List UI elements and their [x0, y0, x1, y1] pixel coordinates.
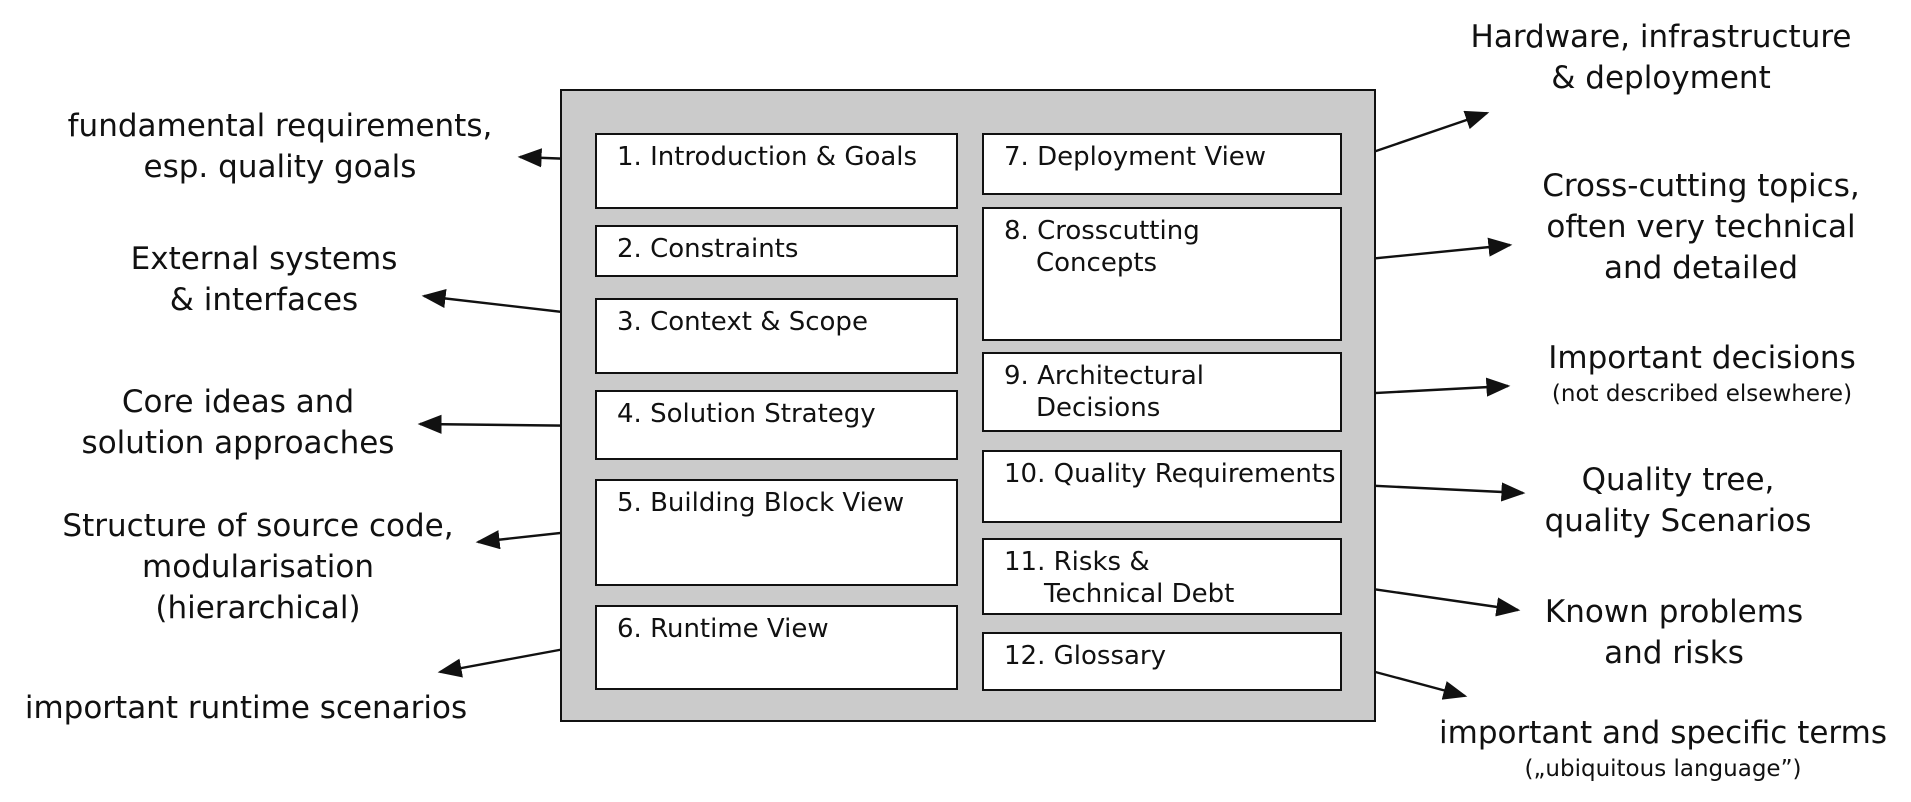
- section-solution-strategy: 4. Solution Strategy: [595, 390, 958, 460]
- section-title: 8. Crosscutting: [1004, 216, 1200, 246]
- annotation-risks: Known problems and risks: [1545, 592, 1803, 674]
- annotation-line: (hierarchical): [155, 590, 361, 626]
- annotation-line: often very technical: [1546, 209, 1856, 245]
- section-title-continued: Decisions: [1036, 393, 1161, 423]
- annotation-line: & deployment: [1551, 60, 1771, 96]
- section-title: 3. Context & Scope: [617, 307, 868, 337]
- section-title: 2. Constraints: [617, 234, 799, 264]
- annotation-line: Quality tree,: [1581, 462, 1775, 498]
- annotation-line: quality Scenarios: [1544, 503, 1812, 539]
- annotation-line: External systems: [130, 241, 398, 277]
- annotation-crosscutting: Cross-cutting topics, often very technic…: [1542, 166, 1859, 289]
- annotation-introduction: fundamental requirements, esp. quality g…: [68, 106, 493, 188]
- annotation-quality: Quality tree, quality Scenarios: [1545, 460, 1812, 542]
- section-title: 4. Solution Strategy: [617, 399, 876, 429]
- annotation-runtime: important runtime scenarios: [25, 688, 467, 729]
- section-title: 7. Deployment View: [1004, 142, 1267, 172]
- annotation-line: and risks: [1604, 635, 1744, 671]
- annotation-line: important runtime scenarios: [24, 690, 468, 726]
- annotation-building-block: Structure of source code, modularisation…: [62, 506, 453, 629]
- annotation-line: esp. quality goals: [143, 149, 417, 185]
- annotation-note: („ubiquitous language”): [1524, 756, 1802, 782]
- section-introduction-goals: 1. Introduction & Goals: [595, 133, 958, 209]
- section-title: 9. Architectural: [1004, 361, 1204, 391]
- section-title: 5. Building Block View: [617, 488, 905, 518]
- annotation-line: Known problems: [1544, 594, 1804, 630]
- section-title: 6. Runtime View: [617, 614, 829, 644]
- annotation-deployment: Hardware, infrastructure & deployment: [1471, 17, 1852, 99]
- section-title: 10. Quality Requirements: [1004, 459, 1336, 489]
- annotation-solution-strategy: Core ideas and solution approaches: [82, 382, 395, 464]
- annotation-line: Important decisions: [1548, 340, 1856, 376]
- section-building-block-view: 5. Building Block View: [595, 479, 958, 586]
- section-deployment-view: 7. Deployment View: [982, 133, 1342, 195]
- section-glossary: 12. Glossary: [982, 632, 1342, 691]
- annotation-line: fundamental requirements,: [67, 108, 493, 144]
- annotation-line: Hardware, infrastructure: [1470, 19, 1852, 55]
- annotation-context: External systems & interfaces: [131, 239, 398, 321]
- annotation-decisions: Important decisions (not described elsew…: [1548, 338, 1855, 409]
- annotation-line: & interfaces: [169, 282, 359, 318]
- section-constraints: 2. Constraints: [595, 225, 958, 277]
- annotation-line: Structure of source code,: [62, 508, 454, 544]
- section-title-continued: Technical Debt: [1044, 579, 1235, 609]
- annotation-line: Core ideas and: [121, 384, 355, 420]
- section-architectural-decisions: 9. Architectural Decisions: [982, 352, 1342, 432]
- section-title: 12. Glossary: [1004, 641, 1166, 671]
- annotation-line: Cross-cutting topics,: [1542, 168, 1860, 204]
- section-risks-technical-debt: 11. Risks & Technical Debt: [982, 538, 1342, 615]
- section-context-scope: 3. Context & Scope: [595, 298, 958, 374]
- section-quality-requirements: 10. Quality Requirements: [982, 450, 1342, 523]
- section-crosscutting-concepts: 8. Crosscutting Concepts: [982, 207, 1342, 341]
- annotation-line: important and specific terms: [1439, 715, 1887, 751]
- annotation-line: modularisation: [142, 549, 374, 585]
- section-title: 11. Risks &: [1004, 547, 1150, 577]
- annotation-line: and detailed: [1603, 250, 1799, 286]
- annotation-note: (not described elsewhere): [1551, 381, 1853, 407]
- section-title-continued: Concepts: [1036, 248, 1158, 278]
- annotation-glossary: important and specific terms („ubiquitou…: [1439, 713, 1887, 784]
- section-title: 1. Introduction & Goals: [617, 142, 918, 172]
- section-runtime-view: 6. Runtime View: [595, 605, 958, 690]
- annotation-line: solution approaches: [81, 425, 395, 461]
